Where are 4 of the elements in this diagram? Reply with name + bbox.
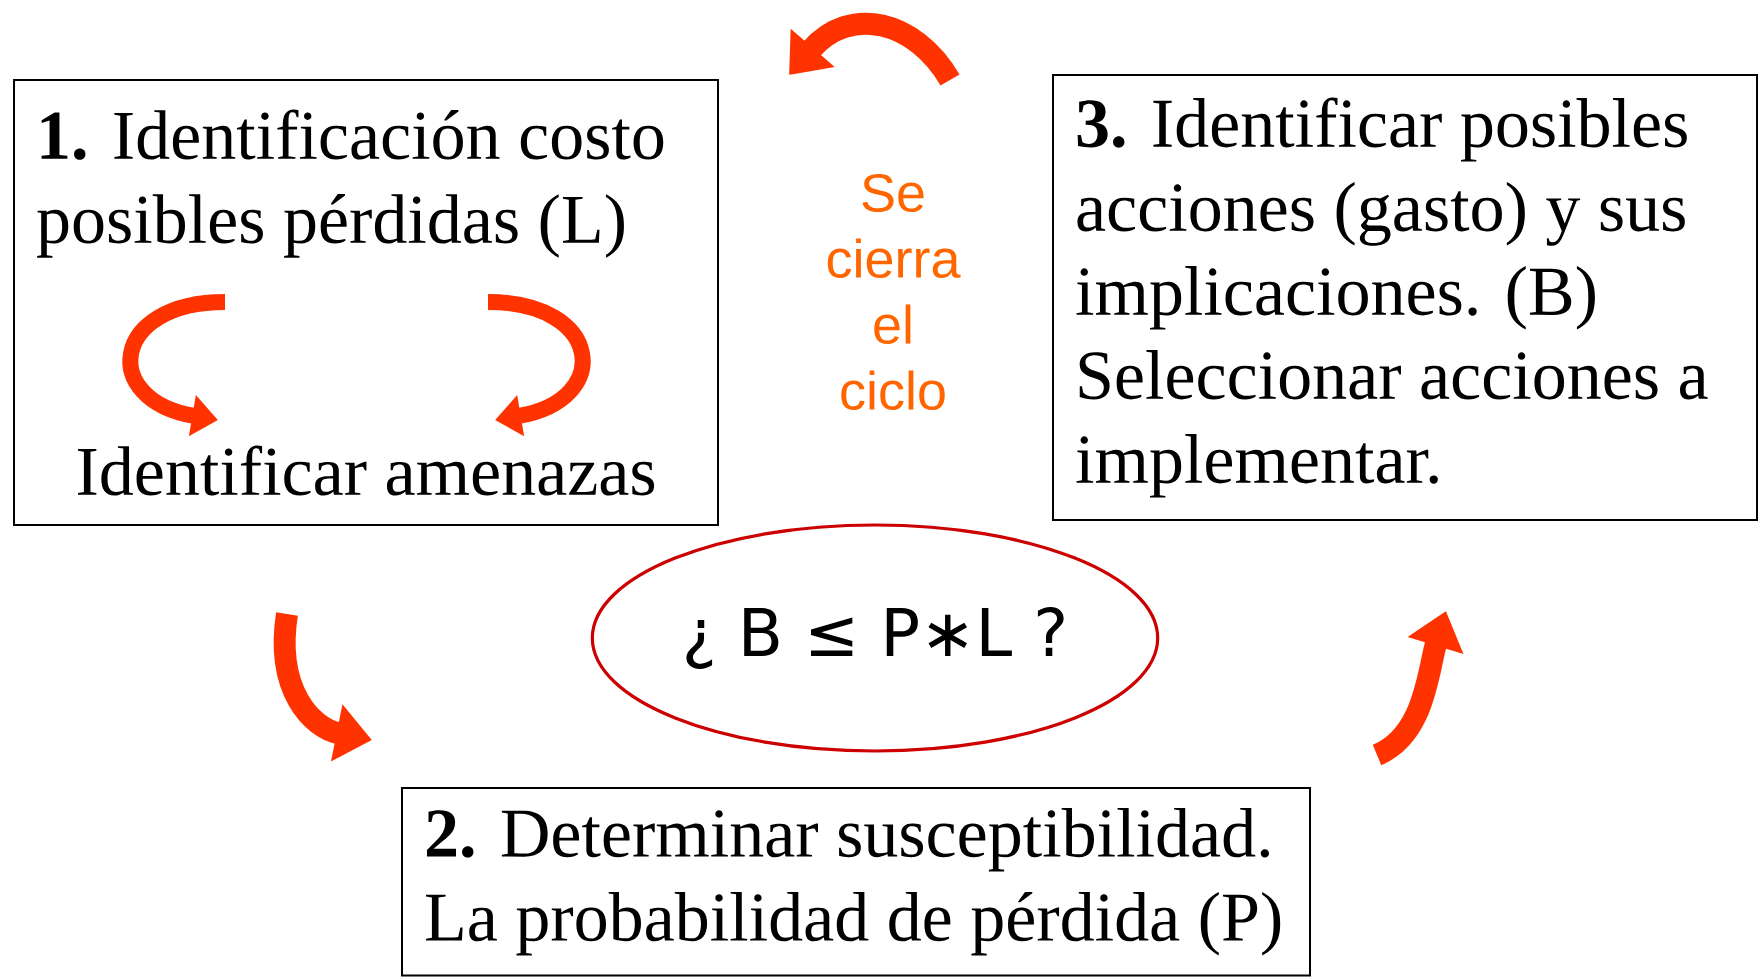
edge-label: Se cierra el ciclo	[827, 173, 961, 411]
text-box: 3. Identificar posibles acciones (gasto) y sus implicaciones. (B) Seleccionar acciones a implementar.	[1052, 74, 1758, 521]
text-box: 1. Identificación costo posibles pérdidas (L) Identificar amenazas	[13, 79, 719, 526]
text-box: 2. Determinar susceptibilidad. La probabilidad de pérdida (P)	[401, 787, 1311, 977]
